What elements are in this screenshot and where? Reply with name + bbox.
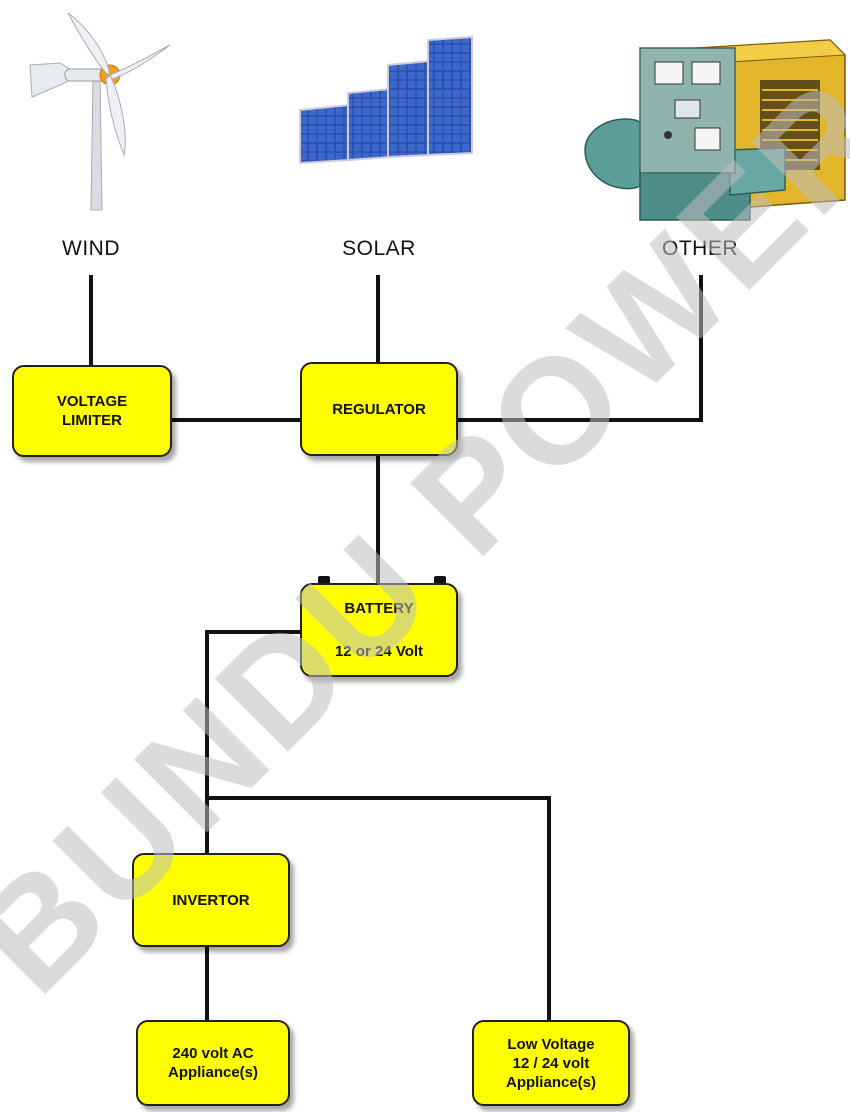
invertor-label: INVERTOR [172,891,250,909]
other-label: OTHER [662,237,738,260]
wind-label: WIND [62,237,120,260]
wind-turbine-icon [29,12,171,211]
ac-appliance-line2: Appliance(s) [167,1064,258,1081]
wire-solar-down [376,275,380,365]
ac-appliance-line1: 240 volt AC [172,1045,254,1062]
low-voltage-line1: Low Voltage [507,1035,595,1053]
wire-regulator-battery [376,455,380,587]
wire-other-down [699,275,703,420]
wire-wind-down [89,275,93,365]
regulator-box: REGULATOR [300,362,458,456]
wire-lowvoltage-horizontal [205,796,550,800]
regulator-label: REGULATOR [332,400,426,418]
wire-limiter-regulator [170,418,302,422]
wire-other-horizontal [455,418,703,422]
wire-battery-left [205,630,303,634]
battery-box: BATTERY 12 or 24 Volt [300,583,458,677]
voltage-limiter-line1: VOLTAGE [56,393,128,410]
battery-terminal-left [318,576,330,584]
battery-voltage: 12 or 24 Volt [334,643,424,660]
invertor-box: INVERTOR [132,853,290,947]
low-voltage-line3: Appliance(s) [505,1073,596,1091]
wire-invertor-ac [205,946,209,1022]
battery-terminal-right [434,576,446,584]
low-voltage-line2: 12 / 24 volt [512,1054,590,1072]
battery-title: BATTERY [344,600,414,617]
solar-label: SOLAR [342,237,416,260]
wire-main-down [205,630,209,856]
low-voltage-appliance-box: Low Voltage 12 / 24 volt Appliance(s) [472,1020,630,1106]
voltage-limiter-box: VOLTAGE LIMITER [12,365,172,457]
solar-panel-icon [299,35,473,165]
ac-appliance-box: 240 volt AC Appliance(s) [136,1020,290,1106]
voltage-limiter-line2: LIMITER [62,412,122,429]
generator-icon [584,39,847,221]
wire-lowvoltage-down [547,796,551,1022]
